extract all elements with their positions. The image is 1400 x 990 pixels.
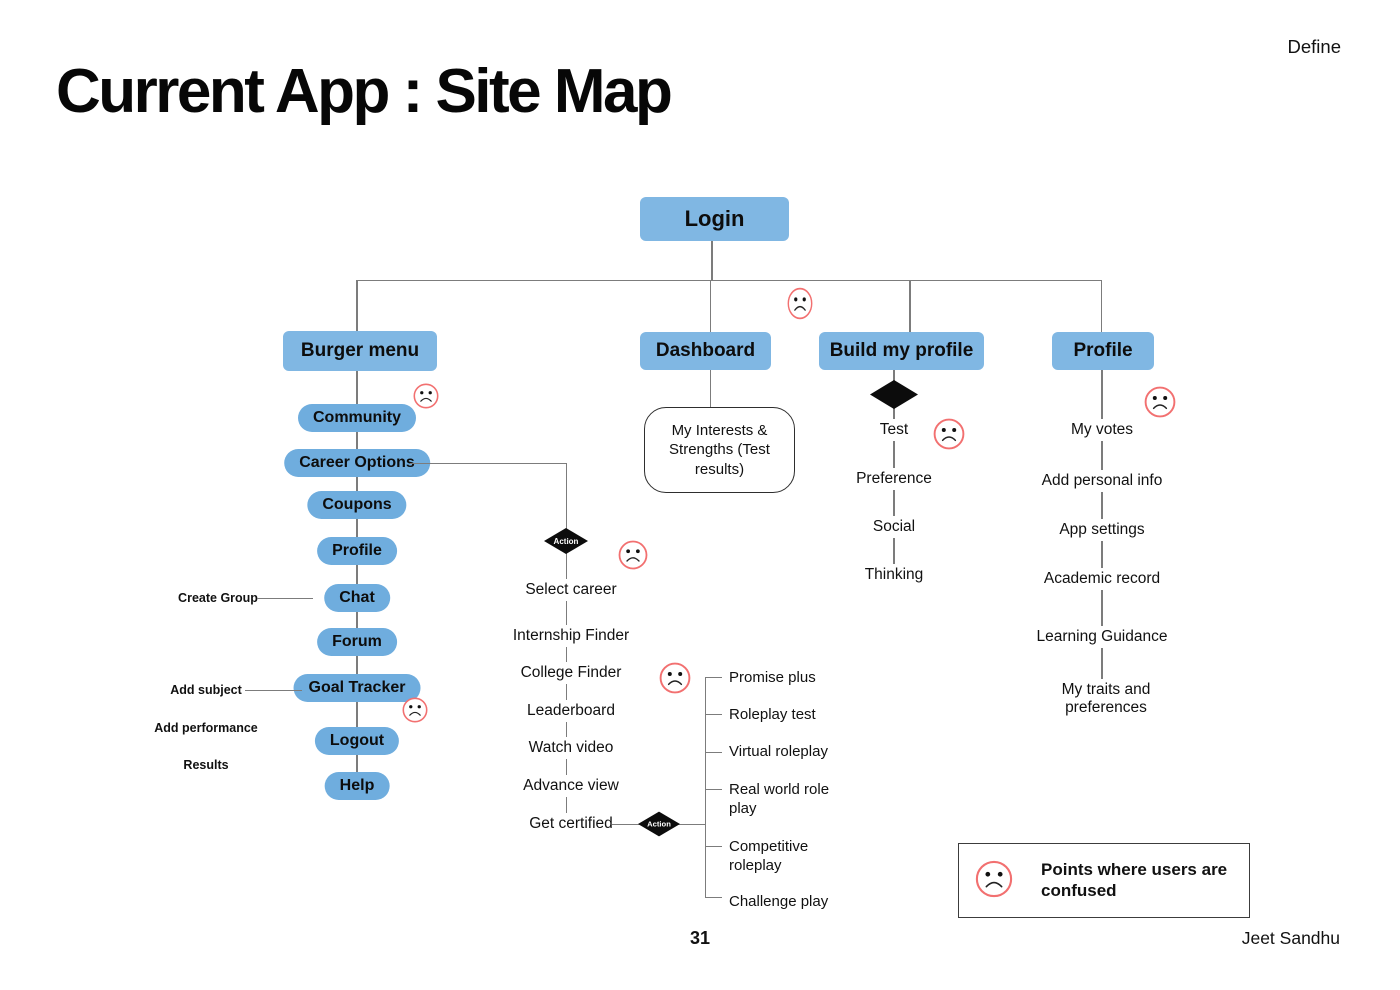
burger-item-forum: Forum: [317, 628, 397, 656]
career-item-college-finder: College Finder: [512, 662, 630, 684]
connector-drop-dashboard: [709, 280, 711, 332]
connector-burger-column: [356, 371, 358, 775]
burger-item-profile: Profile: [317, 537, 397, 565]
connector-main-horizontal: [356, 279, 1102, 281]
build-item-test: Test: [871, 419, 917, 441]
svg-text:Action: Action: [647, 820, 671, 829]
confused-face-icon: [933, 418, 965, 450]
career-item-get-certified: Get certified: [521, 813, 621, 835]
connector-dashboard-child: [709, 370, 711, 407]
connector-career-horizontal: [410, 462, 566, 464]
confused-face-icon: [659, 662, 691, 694]
connector-drop-burger: [356, 280, 358, 332]
bracket-tick: [705, 845, 722, 847]
career-item-leaderboard: Leaderboard: [519, 700, 623, 722]
svg-text:Action: Action: [554, 537, 579, 546]
career-item-select-career: Select career: [517, 579, 625, 601]
burger-item-goal-tracker: Goal Tracker: [293, 674, 421, 702]
career-item-advance-view: Advance view: [515, 775, 627, 797]
bracket-tick: [705, 751, 722, 753]
side-label-create-group: Create Group: [178, 591, 258, 605]
side-label-results: Results: [183, 758, 229, 772]
connector-drop-profile: [1100, 280, 1102, 332]
confused-face-icon: [618, 540, 648, 570]
burger-item-coupons: Coupons: [307, 491, 407, 519]
decision-diamond-icon: [870, 380, 918, 409]
connector-login-stem: [711, 241, 713, 280]
career-item-watch-video: Watch video: [520, 737, 622, 759]
connector-add-subject: [245, 689, 302, 691]
burger-item-chat: Chat: [324, 584, 390, 612]
node-burger-menu: Burger menu: [283, 331, 437, 371]
side-label-add-performance: Add performance: [154, 721, 258, 735]
legend-box: Points where users are confused: [958, 843, 1250, 918]
confused-face-icon: [413, 383, 439, 409]
certified-item-real-world-role-play: Real world role play: [729, 781, 830, 817]
page-title: Current App : Site Map: [56, 57, 673, 126]
author-name: Jeet Sandhu: [1241, 928, 1340, 948]
certified-item-promise-plus: Promise plus: [729, 669, 816, 686]
burger-item-career-options: Career Options: [284, 449, 430, 477]
page-number: 31: [690, 928, 711, 948]
certified-item-competitive-roleplay: Competitive roleplay: [729, 838, 809, 874]
node-dashboard: Dashboard: [640, 332, 771, 370]
confused-face-icon: [787, 287, 813, 320]
connector-drop-build: [909, 280, 911, 332]
node-profile: Profile: [1052, 332, 1154, 370]
confused-face-icon: [975, 860, 1013, 898]
build-item-preference: Preference: [848, 468, 940, 490]
node-login: Login: [640, 197, 789, 241]
build-item-thinking: Thinking: [856, 564, 932, 586]
profile-item-my-votes: My votes: [1062, 419, 1142, 441]
certified-item-challenge-play: Challenge play: [729, 893, 829, 910]
career-item-internship-finder: Internship Finder: [504, 625, 638, 647]
action-diamond-icon: Action: [544, 528, 588, 554]
connector-certified-bracket: [704, 677, 706, 898]
action-diamond-icon: Action: [638, 811, 680, 837]
legend-text: Points where users are confused: [1041, 860, 1228, 900]
bracket-tick: [705, 677, 722, 679]
certified-item-roleplay-test: Roleplay test: [729, 706, 816, 723]
bracket-tick: [705, 713, 722, 715]
burger-item-community: Community: [298, 404, 416, 432]
bracket-tick: [705, 788, 722, 790]
profile-item-learning-guidance: Learning Guidance: [1028, 626, 1176, 648]
node-build-my-profile: Build my profile: [819, 332, 984, 370]
confused-face-icon: [402, 697, 428, 723]
burger-item-logout: Logout: [314, 727, 400, 755]
bracket-tick: [705, 897, 722, 899]
build-item-social: Social: [864, 516, 924, 538]
phase-label: Define: [1287, 36, 1341, 57]
profile-item-academic-record: Academic record: [1035, 568, 1169, 590]
profile-item-my-traits: My traits and preferences: [1041, 679, 1171, 719]
certified-item-virtual-roleplay: Virtual roleplay: [729, 743, 828, 760]
side-label-add-subject: Add subject: [170, 683, 242, 697]
profile-item-add-personal-info: Add personal info: [1033, 470, 1171, 492]
node-my-interests-strengths: My Interests & Strengths (Test results): [644, 407, 795, 493]
connector-create-group: [257, 597, 313, 599]
confused-face-icon: [1144, 386, 1176, 418]
burger-item-help: Help: [324, 772, 390, 800]
profile-item-app-settings: App settings: [1051, 519, 1153, 541]
